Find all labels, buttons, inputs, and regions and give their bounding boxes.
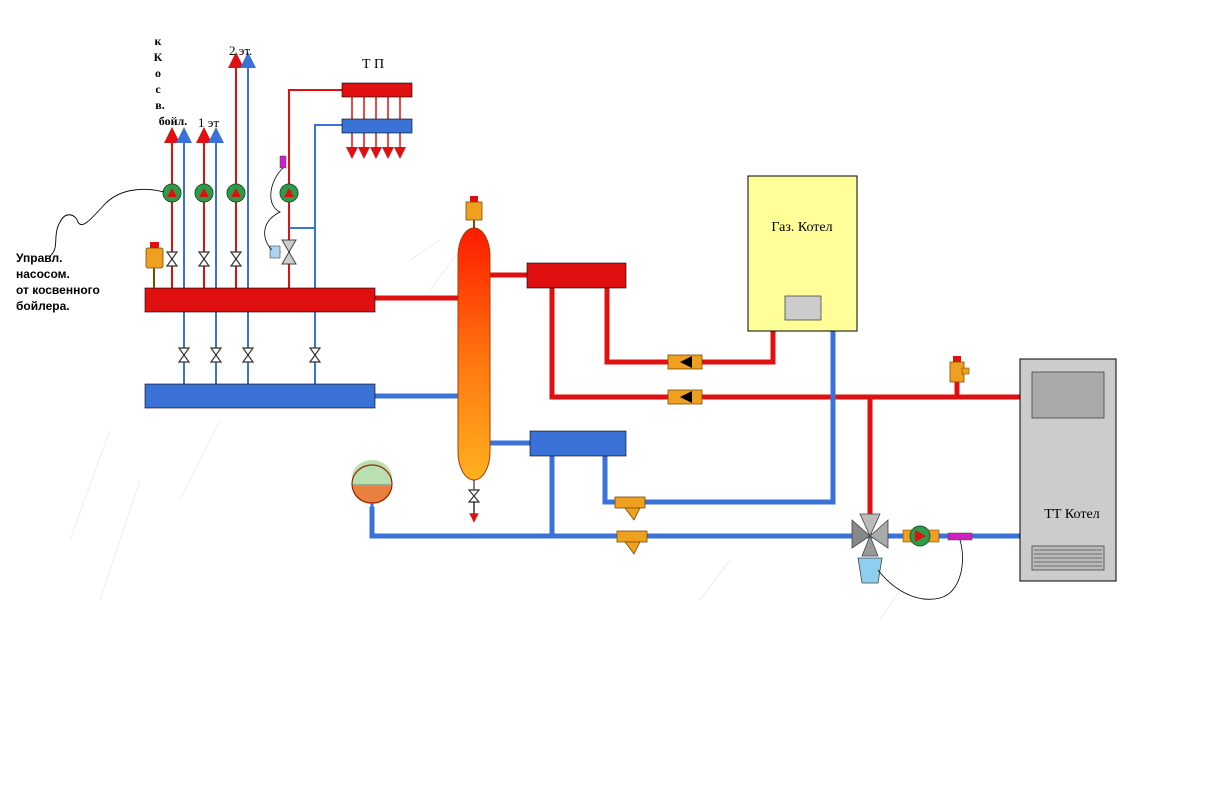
- tt-boiler: [1019, 358, 1117, 582]
- air-vent-icon: [465, 196, 483, 228]
- pump-control-note: Управл. насосом. от косвенного бойлера.: [16, 251, 100, 313]
- label-line: К: [154, 50, 163, 64]
- tp-mixing-valve-icon: [264, 155, 297, 265]
- pump-icon: [279, 183, 299, 203]
- tp-hot-collector: [341, 82, 413, 98]
- tt-pump-icon: [902, 525, 940, 547]
- label-line: к: [155, 34, 162, 48]
- check-valve-icon: [667, 389, 703, 405]
- note-line: от косвенного: [16, 283, 100, 297]
- strainer-filter-icon: [616, 530, 648, 555]
- label-line: бойл.: [159, 114, 188, 128]
- control-cable: [49, 188, 165, 257]
- gas-boiler-label: Газ. Котел: [771, 220, 832, 235]
- expansion-tank-icon: [351, 460, 393, 508]
- cold-distribution-box: [529, 430, 627, 457]
- note-line: насосом.: [16, 267, 70, 281]
- hydraulic-separator: [457, 227, 491, 481]
- drain-valve-icon: [467, 480, 481, 523]
- label-line: о: [155, 66, 161, 80]
- cold-pipes: [369, 330, 1020, 539]
- tt-boiler-label: ТТ Котел: [1044, 507, 1099, 522]
- note-line: Управл.: [16, 251, 62, 265]
- strainer-filter-icon: [614, 496, 646, 521]
- cold-manifold: [144, 383, 376, 409]
- temperature-sensor-icon: [877, 532, 973, 600]
- tt-mixing-valve-icon: [851, 513, 889, 584]
- pump-icon: [226, 183, 246, 203]
- safety-vent-icon: [949, 356, 970, 383]
- tp-cold-collector: [341, 118, 413, 134]
- to-indirect-boiler-label: к К о с в. бойл.: [154, 34, 188, 128]
- hot-distribution-box: [526, 262, 627, 289]
- background-hatch: [69, 239, 901, 621]
- floor-2-label: 2 эт.: [229, 43, 252, 58]
- warm-floor-label: Т П: [362, 57, 384, 72]
- manifold-air-vent-icon: [145, 242, 164, 288]
- check-valve-icon: [667, 354, 703, 370]
- label-line: в.: [155, 98, 164, 112]
- floor-1-label: 1 эт: [198, 115, 219, 130]
- note-line: бойлера.: [16, 299, 70, 313]
- ball-valve-icon: [165, 251, 322, 363]
- hot-manifold: [144, 287, 376, 313]
- riser-lines: [164, 52, 342, 384]
- gas-boiler: [747, 175, 858, 332]
- label-line: с: [155, 82, 161, 96]
- pump-icon: [162, 183, 182, 203]
- pump-icon: [194, 183, 214, 203]
